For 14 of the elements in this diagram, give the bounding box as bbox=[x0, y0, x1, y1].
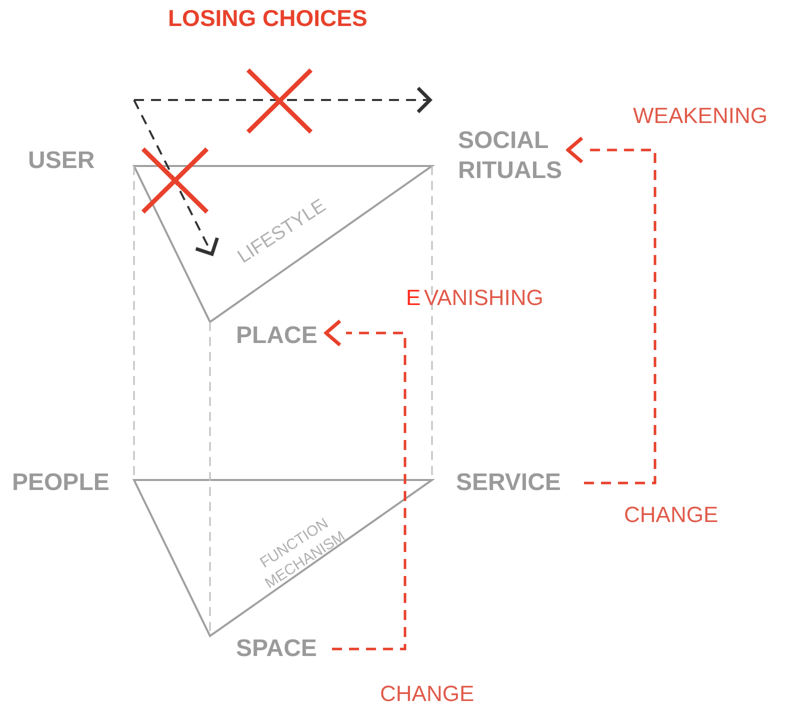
annotation-label: CHANGE bbox=[624, 502, 718, 528]
annotation-label: WEAKENING bbox=[633, 103, 768, 129]
arrow bbox=[566, 136, 656, 484]
annotation-label: E bbox=[406, 285, 421, 311]
annotation-label: VANISHING bbox=[424, 285, 544, 311]
vertex-label: PLACE bbox=[236, 321, 346, 351]
vertex-label: PEOPLE bbox=[12, 468, 116, 498]
annotation-label: CHANGE bbox=[380, 681, 474, 707]
vertex-label: SERVICE bbox=[456, 468, 584, 498]
vertex-label: SOCIAL RITUALS bbox=[458, 126, 588, 186]
vertex-label: USER bbox=[28, 146, 100, 176]
arrow bbox=[324, 319, 406, 650]
diagram-title: LOSING CHOICES bbox=[168, 5, 368, 32]
vertex-label: SPACE bbox=[236, 634, 332, 664]
